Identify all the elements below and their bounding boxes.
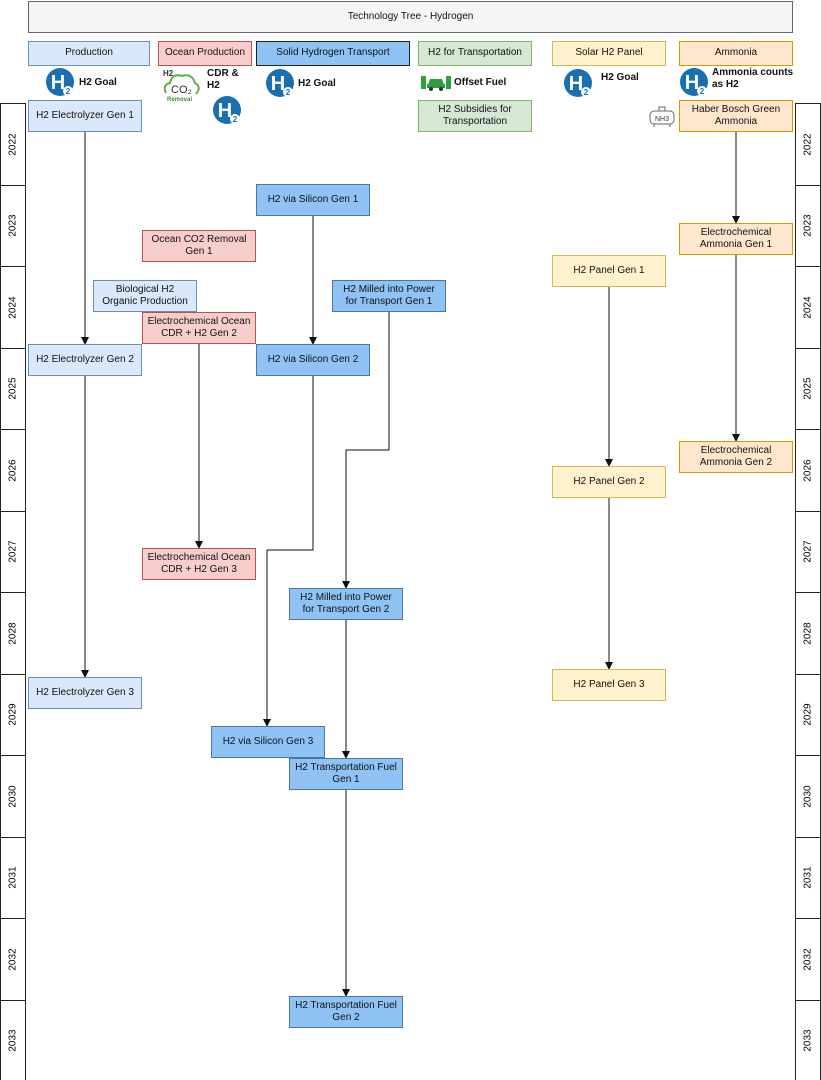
node-ocean-co2-gen1[interactable]: Ocean CO2 Removal Gen 1 bbox=[142, 230, 256, 262]
lane-note-ocean: CDR & H2 bbox=[207, 68, 239, 91]
node-h2-electrolyzer-gen2[interactable]: H2 Electrolyzer Gen 2 bbox=[28, 344, 142, 376]
svg-text:2: 2 bbox=[584, 88, 589, 97]
svg-text:H2: H2 bbox=[163, 69, 174, 78]
year-label-left-2027: 2027 bbox=[0, 510, 26, 593]
lane-header-ocean-production[interactable]: Ocean Production bbox=[158, 41, 252, 66]
year-label-right-2024: 2024 bbox=[795, 266, 821, 349]
node-h2-milled-gen2[interactable]: H2 Milled into Power for Transport Gen 2 bbox=[289, 588, 403, 620]
lane-note-production: H2 Goal bbox=[79, 77, 117, 88]
node-h2-panel-gen3[interactable]: H2 Panel Gen 3 bbox=[552, 669, 666, 701]
node-ammonia-gen1[interactable]: Electrochemical Ammonia Gen 1 bbox=[679, 223, 793, 255]
lane-note-solar: H2 Goal bbox=[601, 72, 639, 83]
lane-header-solid-hydrogen-transport[interactable]: Solid Hydrogen Transport bbox=[256, 41, 410, 66]
svg-text:NH3: NH3 bbox=[655, 116, 669, 123]
lane-header-production[interactable]: Production bbox=[28, 41, 150, 66]
year-label-left-2033: 2033 bbox=[0, 999, 26, 1080]
node-h2-fuel-gen1[interactable]: H2 Transportation Fuel Gen 1 bbox=[289, 758, 403, 790]
lane-header-h2-transportation[interactable]: H2 for Transportation bbox=[418, 41, 532, 66]
node-h2-electrolyzer-gen1[interactable]: H2 Electrolyzer Gen 1 bbox=[28, 100, 142, 132]
node-h2-silicon-gen2[interactable]: H2 via Silicon Gen 2 bbox=[256, 344, 370, 376]
year-label-left-2029: 2029 bbox=[0, 673, 26, 756]
year-label-left-2028: 2028 bbox=[0, 592, 26, 675]
node-h2-panel-gen2[interactable]: H2 Panel Gen 2 bbox=[552, 466, 666, 498]
diagram-title: Technology Tree - Hydrogen bbox=[28, 1, 793, 33]
lane-header-ammonia[interactable]: Ammonia bbox=[679, 41, 793, 66]
nh3-tank-icon: NH3 bbox=[648, 106, 676, 128]
node-h2-silicon-gen1[interactable]: H2 via Silicon Gen 1 bbox=[256, 184, 370, 216]
year-label-left-2022: 2022 bbox=[0, 103, 26, 186]
car-icon bbox=[420, 73, 452, 91]
node-h2-panel-gen1[interactable]: H2 Panel Gen 1 bbox=[552, 255, 666, 287]
svg-text:H: H bbox=[271, 73, 285, 95]
year-label-right-2033: 2033 bbox=[795, 999, 821, 1080]
svg-text:2: 2 bbox=[233, 115, 238, 124]
year-label-left-2032: 2032 bbox=[0, 918, 26, 1001]
node-h2-electrolyzer-gen3[interactable]: H2 Electrolyzer Gen 3 bbox=[28, 677, 142, 709]
year-label-left-2026: 2026 bbox=[0, 429, 26, 512]
node-h2-fuel-gen2[interactable]: H2 Transportation Fuel Gen 2 bbox=[289, 996, 403, 1028]
svg-text:H: H bbox=[218, 100, 232, 122]
svg-text:H: H bbox=[51, 72, 65, 94]
node-ammonia-gen2[interactable]: Electrochemical Ammonia Gen 2 bbox=[679, 441, 793, 473]
lane-note-transportation: Offset Fuel bbox=[454, 77, 507, 88]
connector-silicon-2-3 bbox=[263, 376, 314, 727]
year-label-left-2031: 2031 bbox=[0, 836, 26, 919]
svg-text:H: H bbox=[685, 72, 699, 94]
lane-header-solar-h2-panel[interactable]: Solar H2 Panel bbox=[552, 41, 666, 66]
node-biological-h2[interactable]: Biological H2 Organic Production bbox=[93, 280, 197, 312]
svg-text:2: 2 bbox=[66, 87, 71, 96]
lane-note-solid-transport: H2 Goal bbox=[298, 78, 336, 89]
year-label-left-2024: 2024 bbox=[0, 266, 26, 349]
svg-text:H: H bbox=[569, 73, 583, 95]
svg-text:2: 2 bbox=[700, 87, 705, 96]
node-ocean-cdr-gen3[interactable]: Electrochemical Ocean CDR + H2 Gen 3 bbox=[142, 548, 256, 580]
lane-note-ammonia: Ammonia counts as H2 bbox=[712, 67, 794, 90]
year-label-left-2030: 2030 bbox=[0, 755, 26, 838]
node-h2-subsidies[interactable]: H2 Subsidies for Transportation bbox=[418, 100, 532, 132]
node-h2-milled-gen1[interactable]: H2 Milled into Power for Transport Gen 1 bbox=[332, 280, 446, 312]
node-haber-bosch[interactable]: Haber Bosch Green Ammonia bbox=[679, 100, 793, 132]
year-label-right-2022: 2022 bbox=[795, 103, 821, 186]
node-ocean-cdr-gen2[interactable]: Electrochemical Ocean CDR + H2 Gen 2 bbox=[142, 312, 256, 344]
year-label-right-2030: 2030 bbox=[795, 755, 821, 838]
svg-text:Removal: Removal bbox=[167, 97, 192, 103]
connector-milled-1-2 bbox=[342, 312, 390, 589]
svg-text:2: 2 bbox=[286, 88, 291, 97]
year-label-left-2025: 2025 bbox=[0, 347, 26, 430]
node-h2-silicon-gen3[interactable]: H2 via Silicon Gen 3 bbox=[211, 726, 325, 758]
year-label-left-2023: 2023 bbox=[0, 184, 26, 267]
svg-text:CO₂: CO₂ bbox=[171, 84, 192, 96]
year-label-right-2026: 2026 bbox=[795, 429, 821, 512]
